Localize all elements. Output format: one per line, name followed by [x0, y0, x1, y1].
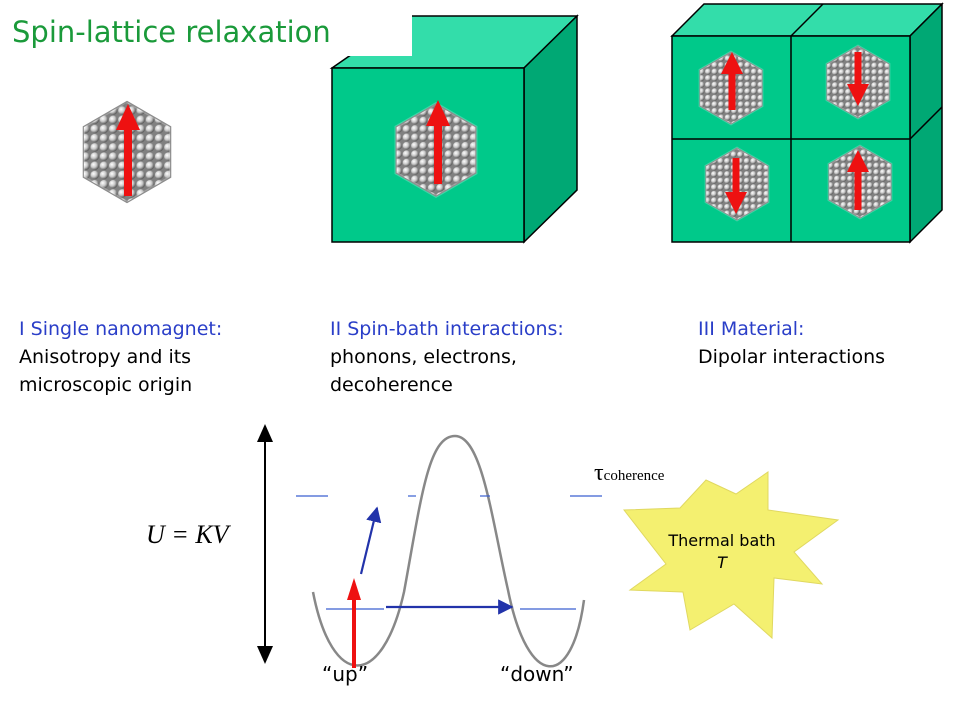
section-material: III Material: Dipolar interactions	[698, 315, 885, 371]
page-title: Spin-lattice relaxation	[0, 8, 412, 56]
energy-axis-arrow	[257, 424, 273, 664]
section-line: decoherence	[330, 371, 564, 399]
tau-subscript: coherence	[604, 468, 665, 484]
section-heading: I Single nanomagnet:	[19, 315, 222, 343]
coherence-time-label: τcoherence	[594, 460, 664, 487]
section-line: microscopic origin	[19, 371, 222, 399]
thermal-bath-title: Thermal bath	[668, 531, 775, 550]
section-line: Anisotropy and its	[19, 343, 222, 371]
section-line: Dipolar interactions	[698, 343, 885, 371]
excitation-arrow	[361, 508, 377, 574]
thermal-bath-label: Thermal bath T	[640, 530, 804, 574]
section-spin-bath: II Spin-bath interactions: phonons, elec…	[330, 315, 564, 399]
section-heading: II Spin-bath interactions:	[330, 315, 564, 343]
section-single-nanomagnet: I Single nanomagnet: Anisotropy and its …	[19, 315, 222, 399]
single-nanomagnet	[83, 101, 170, 202]
tau-symbol: τ	[594, 460, 604, 486]
section-line: phonons, electrons,	[330, 343, 564, 371]
section-heading: III Material:	[698, 315, 885, 343]
temperature-symbol: T	[640, 552, 804, 574]
spin-arrow-icon	[347, 578, 361, 668]
down-well-label: “down”	[500, 662, 574, 686]
energy-levels	[296, 496, 602, 609]
material-lattice	[672, 4, 942, 242]
energy-barrier-label: U = KV	[146, 520, 229, 550]
up-well-label: “up”	[322, 662, 368, 686]
